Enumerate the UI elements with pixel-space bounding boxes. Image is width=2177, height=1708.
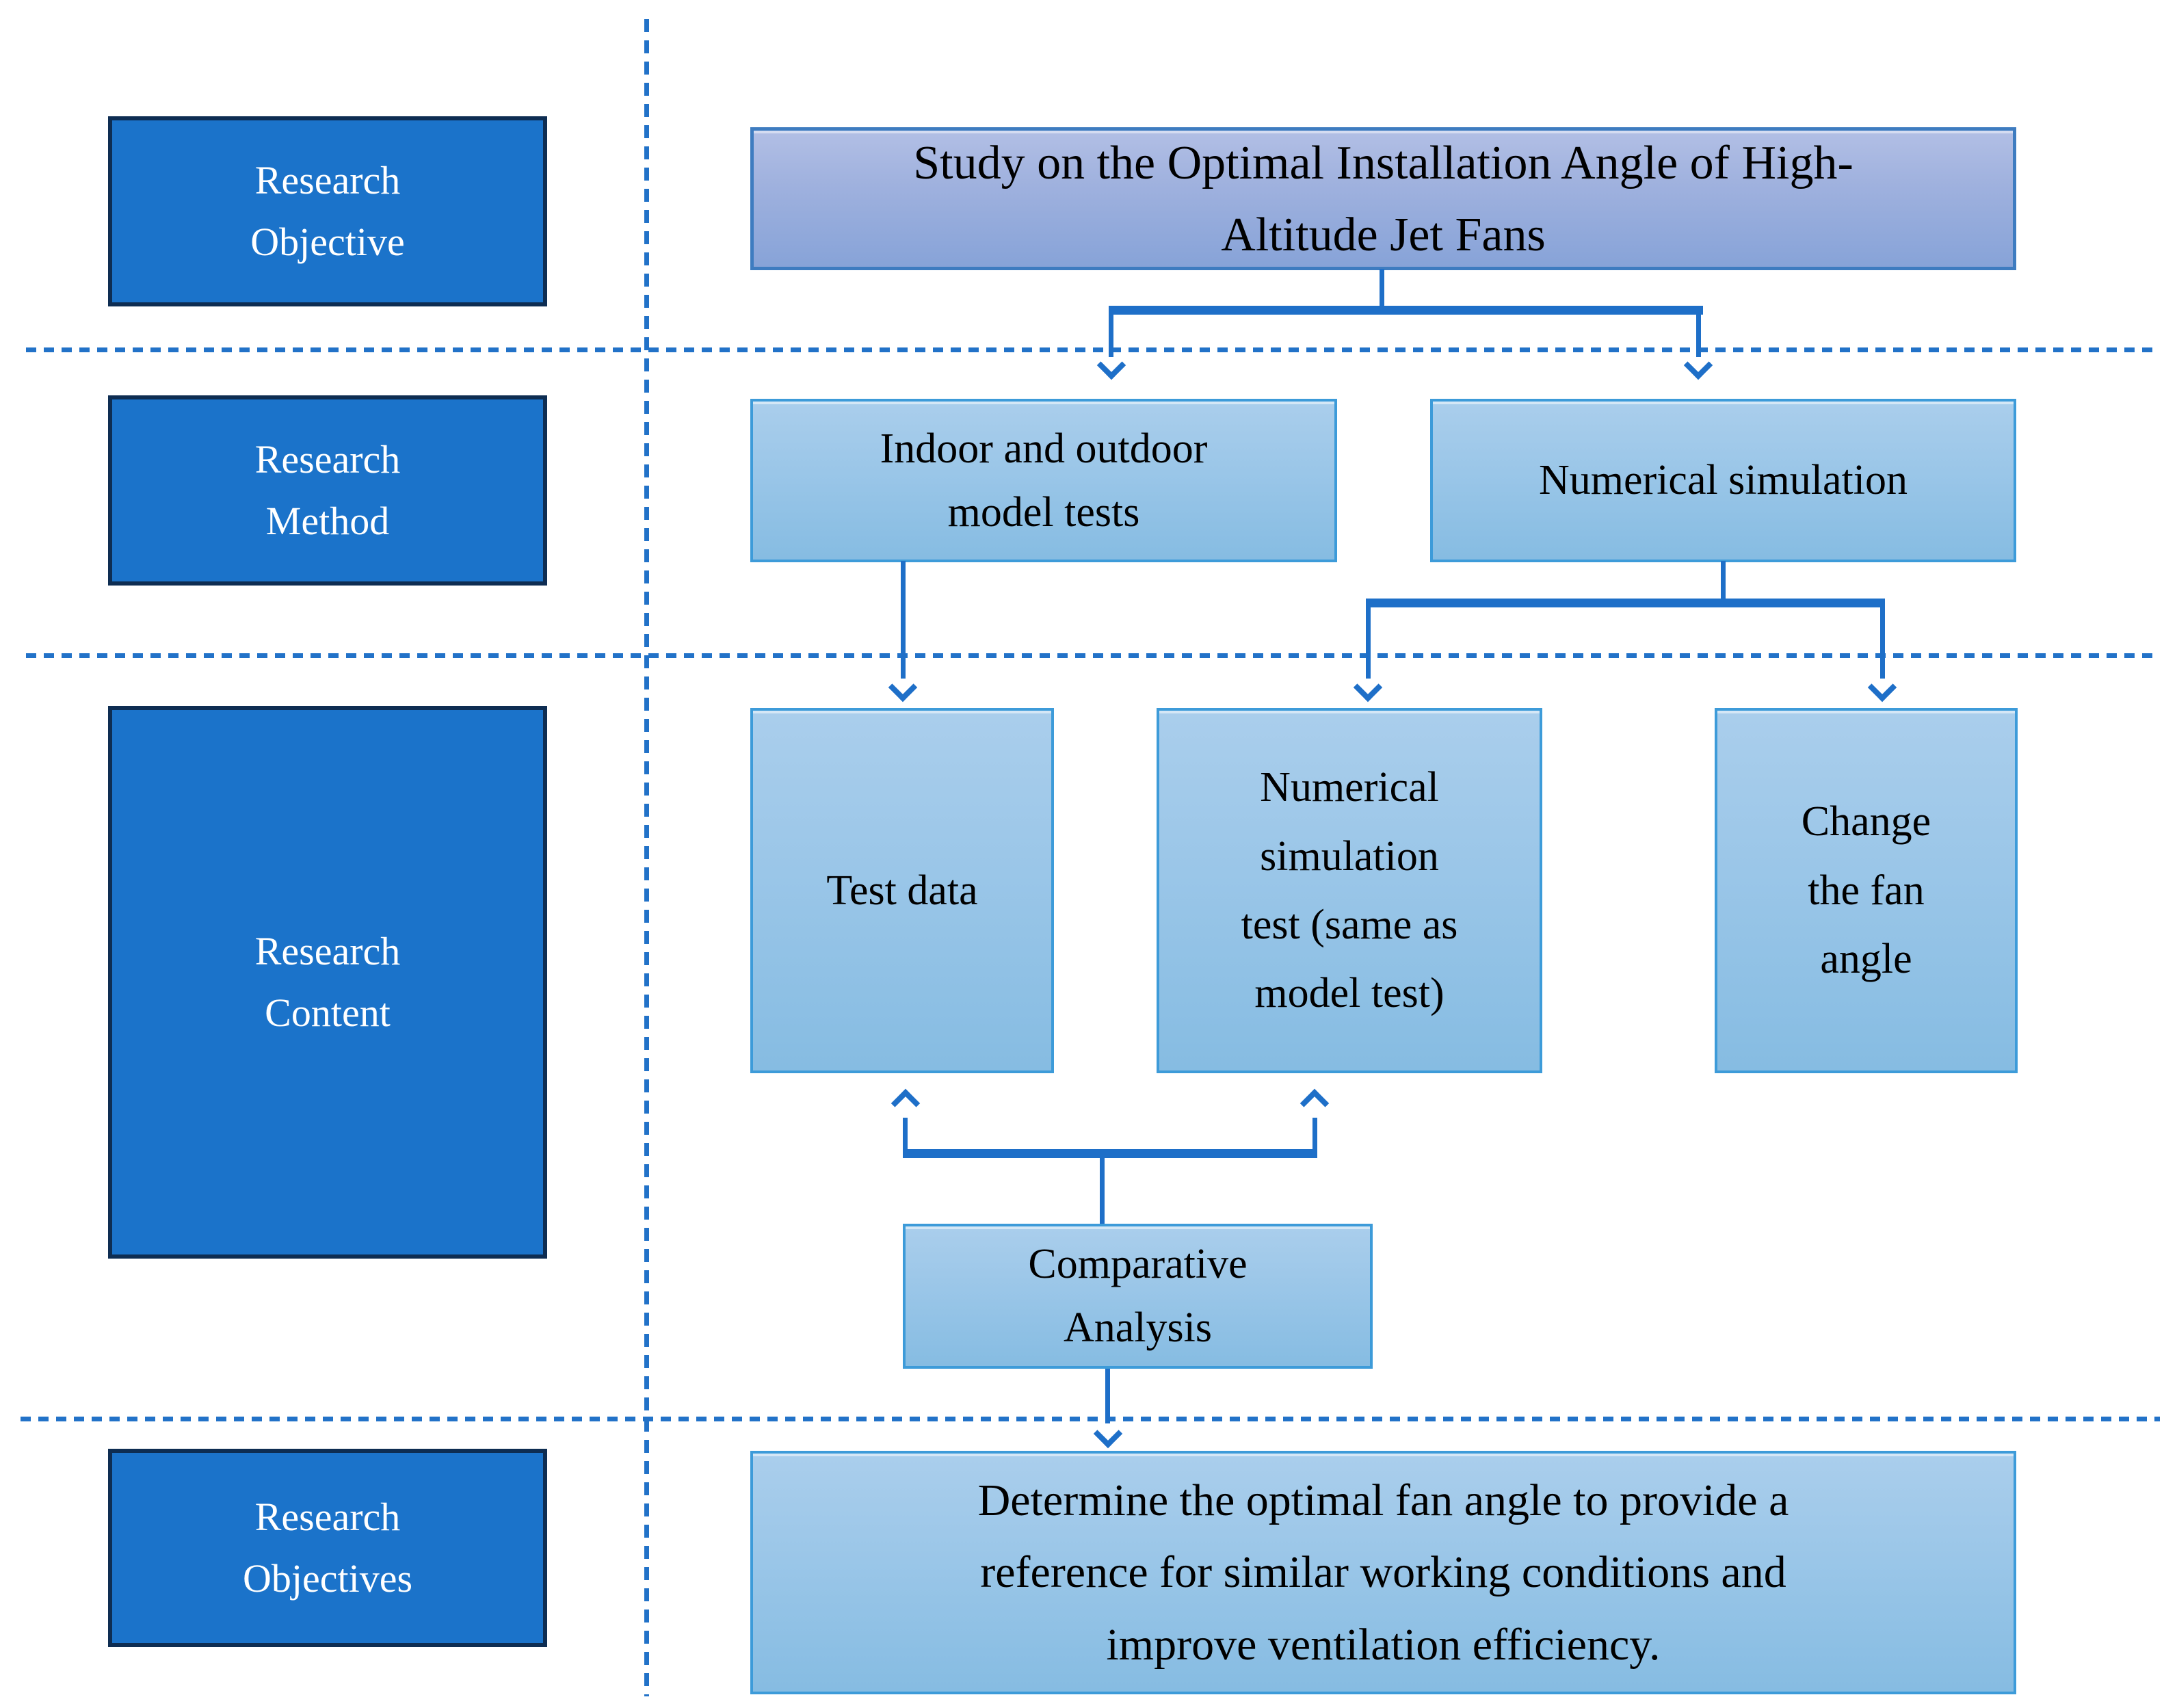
node-line: Numerical simulation (1539, 457, 1908, 503)
arrow-method-right-drop (1696, 306, 1701, 357)
node-line: Change (1801, 798, 1931, 845)
node-line: Indoor and outdoor (880, 425, 1208, 472)
node-text: Determine the optimal fan angle to provi… (978, 1464, 1789, 1681)
node-line: angle (1820, 936, 1912, 983)
node-title-text: Study on the Optimal Installation Angle … (913, 127, 1853, 271)
arrowhead-down-icon (1867, 672, 1897, 702)
arrow-modeltests-to-testdata (901, 561, 906, 679)
arrow-title-stem (1380, 269, 1384, 307)
node-text: Test data (826, 859, 977, 923)
node-outcome: Determine the optimal fan angle to provi… (750, 1451, 2016, 1694)
node-line: Altitude Jet Fans (1221, 208, 1546, 261)
node-line: Comparative (1028, 1241, 1248, 1287)
node-line: model test) (1254, 970, 1444, 1017)
arrowhead-up-icon (890, 1088, 921, 1118)
label-line: Method (265, 499, 390, 543)
row-divider-3 (21, 1417, 2160, 1421)
arrow-comparative-bar (903, 1149, 1317, 1158)
node-line: Determine the optimal fan angle to provi… (977, 1475, 1789, 1525)
arrow-method-left-drop (1109, 306, 1113, 357)
label-line: Objectives (242, 1556, 413, 1601)
node-line: Analysis (1063, 1304, 1212, 1351)
arrow-comparative-to-outcome (1105, 1369, 1110, 1423)
arrow-comparative-right-rise (1312, 1118, 1317, 1149)
node-line: Numerical (1260, 764, 1439, 811)
node-text: Numerical simulation (1539, 449, 1908, 512)
node-line: test (same as (1241, 902, 1458, 948)
node-title: Study on the Optimal Installation Angle … (750, 127, 2016, 270)
label-line: Research (254, 929, 401, 974)
row-label-text: Research Objective (250, 150, 404, 273)
row-label-text: Research Method (255, 429, 401, 552)
arrow-comparative-mid-stem (1100, 1158, 1105, 1224)
row-label-research-objectives: Research Objectives (108, 1449, 547, 1647)
arrowhead-down-icon (888, 672, 918, 702)
node-line: simulation (1260, 832, 1439, 880)
arrow-numsim-right-drop (1880, 607, 1885, 679)
node-line: improve ventilation efficiency. (1106, 1619, 1661, 1670)
row-label-text: Research Objectives (243, 1486, 412, 1610)
node-indoor-outdoor-model-tests: Indoor and outdoor model tests (750, 399, 1337, 562)
arrowhead-down-icon (1683, 350, 1713, 380)
node-line: the fan (1808, 867, 1925, 914)
node-test-data: Test data (750, 708, 1054, 1073)
node-numerical-simulation: Numerical simulation (1430, 399, 2016, 562)
label-line: Content (265, 990, 391, 1035)
arrowhead-down-icon (1096, 350, 1126, 380)
arrow-numsim-stem (1721, 561, 1726, 603)
arrow-numsim-bar (1366, 599, 1885, 607)
node-text: Change the fan angle (1802, 787, 1931, 993)
column-divider (644, 19, 649, 1696)
row-label-research-content: Research Content (108, 706, 547, 1259)
node-line: reference for similar working conditions… (980, 1547, 1786, 1598)
arrow-numsim-left-drop (1366, 607, 1371, 679)
node-text: Indoor and outdoor model tests (880, 417, 1208, 544)
label-line: Research (254, 158, 401, 203)
node-numerical-simulation-test: Numerical simulation test (same as model… (1157, 708, 1542, 1073)
row-divider-2 (26, 653, 2160, 658)
label-line: Research (254, 437, 401, 482)
label-line: Research (254, 1495, 401, 1540)
arrowhead-up-icon (1299, 1088, 1330, 1118)
node-line: Test data (826, 867, 978, 914)
node-comparative-analysis: Comparative Analysis (903, 1224, 1373, 1369)
row-label-research-objective: Research Objective (108, 116, 547, 306)
row-divider-1 (26, 347, 2160, 352)
arrowhead-down-icon (1353, 672, 1383, 702)
node-change-fan-angle: Change the fan angle (1715, 708, 2018, 1073)
row-label-text: Research Content (255, 921, 401, 1044)
label-line: Objective (250, 220, 405, 264)
node-line: model tests (947, 488, 1140, 536)
row-label-research-method: Research Method (108, 395, 547, 586)
node-line: Study on the Optimal Installation Angle … (913, 136, 1853, 189)
arrow-comparative-left-rise (903, 1118, 908, 1149)
node-text: Comparative Analysis (1028, 1233, 1247, 1360)
node-text: Numerical simulation test (same as model… (1241, 753, 1458, 1028)
arrowhead-down-icon (1093, 1419, 1123, 1449)
arrow-methods-bar (1109, 306, 1703, 315)
